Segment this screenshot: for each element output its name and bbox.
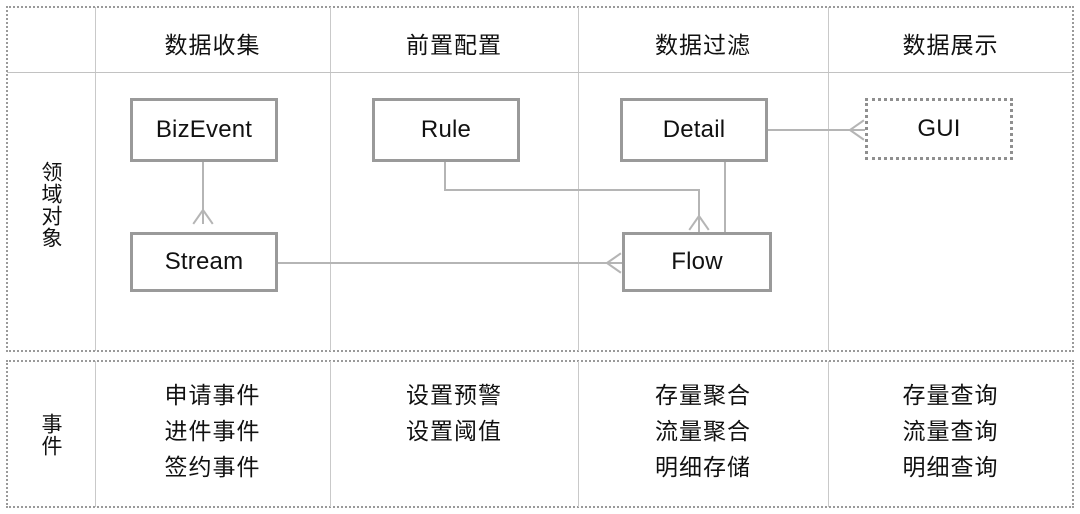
event-list-pre-configuration: 设置预警 设置阈值	[330, 378, 578, 450]
event-item: 申请事件	[164, 383, 261, 408]
node-flow[interactable]: Flow	[622, 232, 772, 292]
events-divider-1	[330, 361, 331, 507]
events-divider-label-col	[95, 361, 96, 507]
domain-object-panel	[6, 6, 1074, 352]
column-header-pre-configuration: 前置配置	[406, 33, 502, 58]
event-item: 存量查询	[902, 383, 999, 408]
node-stream[interactable]: Stream	[130, 232, 278, 292]
edge-rule-flow-segment-down	[444, 162, 446, 190]
grid-divider-label-col	[95, 7, 96, 351]
column-header-data-filtering: 数据过滤	[655, 33, 751, 58]
node-rule[interactable]: Rule	[372, 98, 520, 162]
events-divider-3	[828, 361, 829, 507]
event-item: 设置预警	[406, 383, 502, 408]
events-panel	[6, 360, 1074, 508]
event-item: 设置阈值	[406, 419, 502, 444]
edge-rule-flow-segment-down2	[698, 189, 700, 232]
grid-divider-2	[578, 7, 579, 351]
event-item: 流量聚合	[655, 419, 751, 444]
column-header-data-display: 数据展示	[902, 33, 999, 58]
event-item: 进件事件	[164, 419, 261, 444]
edge-detail-gui-line	[768, 129, 868, 131]
edge-bizevent-stream-line	[202, 162, 204, 224]
event-item: 流量查询	[902, 419, 999, 444]
column-header-data-collection: 数据收集	[164, 33, 261, 58]
event-item: 明细查询	[902, 455, 999, 480]
node-gui[interactable]: GUI	[865, 98, 1013, 160]
row-label-domain-object: 领域对象	[39, 161, 63, 249]
event-item: 签约事件	[164, 455, 261, 480]
node-detail[interactable]: Detail	[620, 98, 768, 162]
edge-flow-detail-line	[724, 162, 726, 234]
edge-stream-flow-line	[277, 262, 622, 264]
node-bizevent[interactable]: BizEvent	[130, 98, 278, 162]
row-label-events: 事件	[39, 413, 63, 457]
edge-rule-flow-segment-right	[444, 189, 699, 191]
events-divider-2	[578, 361, 579, 507]
header-underline	[7, 72, 1073, 73]
grid-divider-3	[828, 7, 829, 351]
event-item: 明细存储	[655, 455, 751, 480]
event-list-data-collection: 申请事件 进件事件 签约事件	[95, 378, 330, 486]
grid-divider-1	[330, 7, 331, 351]
event-item: 存量聚合	[655, 383, 751, 408]
event-list-data-display: 存量查询 流量查询 明细查询	[828, 378, 1073, 486]
event-list-data-filtering: 存量聚合 流量聚合 明细存储	[578, 378, 828, 486]
